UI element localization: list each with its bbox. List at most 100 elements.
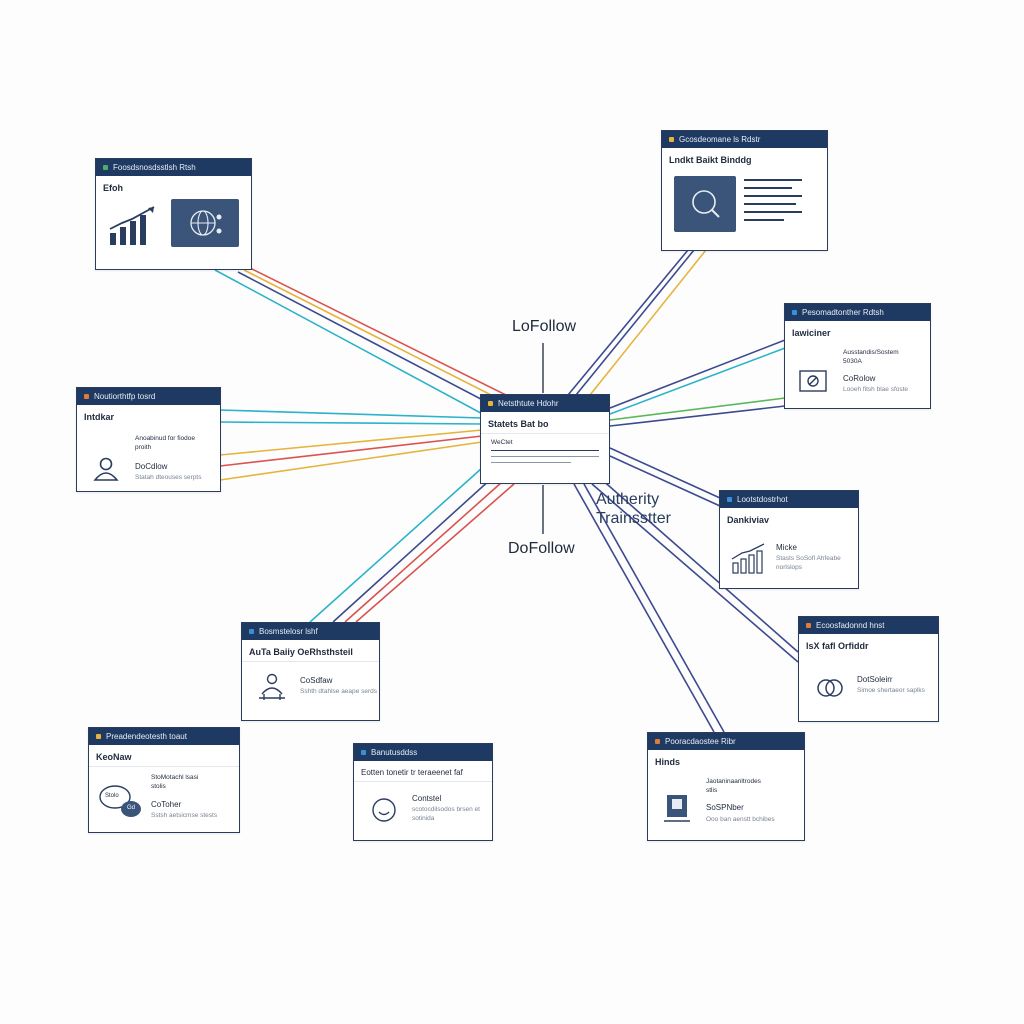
card-header-text: Bosmstelosr lshf (259, 627, 318, 636)
authority-label-line1: Autherity (596, 491, 660, 508)
card-main-text: DotSoleirr (857, 675, 893, 684)
link-line (237, 271, 499, 409)
card-text: stlis (706, 787, 718, 794)
card-main-text: Micke (776, 543, 797, 552)
card-body: Anoabinud for fiodoe proith DoCdlow Stat… (77, 426, 220, 490)
server-device-icon (664, 795, 690, 822)
status-dot (806, 623, 811, 628)
card-sub-text: Sstsh aetsicmse stests (151, 812, 218, 819)
card-title: Eotten tonetir tr teraeenet faf (354, 761, 492, 782)
card-title: KeoNaw (89, 745, 239, 767)
card-bottom-left[interactable]: Preadendeotesth toaut KeoNaw Stolo Gd St… (88, 727, 240, 833)
authority-label-line2: Trainsstter (596, 510, 671, 527)
card-header: Gcosdeomane ls Rdstr (662, 131, 827, 148)
card-main-text: CoToher (151, 800, 182, 809)
status-dot (361, 750, 366, 755)
link-line (309, 467, 483, 623)
status-dot (103, 165, 108, 170)
card-header: Noutiorthtfp tosrd (77, 388, 220, 405)
card-header-text: Lootstdostrhot (737, 495, 788, 504)
card-sub-text: sotinida (412, 815, 435, 822)
team-person-icon (259, 673, 285, 700)
link-line (609, 405, 786, 427)
hub-card-title: Statets Bat bo (481, 412, 609, 434)
card-right-mid[interactable]: Lootstdostrhot Dankiviav Micke Stasts So… (719, 490, 859, 589)
card-body: Stolo Gd StoMotachl lsasi stolis CoToher… (89, 767, 239, 831)
card-main-text: CoSdfaw (300, 676, 333, 685)
hub-line-text: WeCtet (491, 439, 513, 446)
hub-divider (491, 450, 599, 451)
link-line (219, 429, 483, 456)
card-header: Banutusddss (354, 744, 492, 761)
card-body: Contstel scotocdilsodos brsen et sotinid… (354, 782, 492, 840)
card-right-upper[interactable]: Pesomadtonther Rdtsh lawiciner Ausstandi… (784, 303, 931, 409)
card-sub-text: scotocdilsodos brsen et (412, 806, 480, 813)
status-dot (655, 739, 660, 744)
lofollow-label: LoFollow (512, 318, 577, 335)
card-header: Lootstdostrhot (720, 491, 858, 508)
hub-card[interactable]: Netsthtute Hdohr Statets Bat bo WeCtet (480, 394, 610, 484)
card-text: stolis (151, 783, 166, 790)
card-title: Hinds (655, 757, 681, 767)
text-line (744, 187, 792, 189)
link-line (609, 455, 721, 507)
card-title: Dankiviav (727, 515, 770, 525)
card-body (662, 169, 827, 247)
card-header-text: Noutiorthtfp tosrd (94, 392, 156, 401)
link-line (332, 477, 493, 623)
bubble-text: Gd (127, 805, 136, 811)
text-line (744, 219, 784, 221)
card-text: Anoabinud for fiodoe (135, 435, 195, 442)
card-header-text: Banutusddss (371, 748, 418, 757)
card-body: Micke Stasts SoSofl Ahfeabe norlslops (720, 529, 858, 589)
card-header: Preadendeotesth toaut (89, 728, 239, 745)
smile-face-icon (372, 798, 396, 822)
card-text: 5030A (843, 358, 862, 365)
dofollow-label: DoFollow (508, 540, 575, 557)
link-line (567, 249, 689, 396)
card-header-text: Pesomadtonther Rdtsh (802, 308, 884, 317)
card-sub-text: norlslops (776, 564, 803, 571)
link-chain-icon (817, 679, 843, 697)
card-top-left[interactable]: Foosdsnosdsstlsh Rtsh Efoh (95, 158, 252, 270)
card-bottom-center[interactable]: Banutusddss Eotten tonetir tr teraeenet … (353, 743, 493, 841)
link-line (243, 269, 506, 403)
card-header-text: Gcosdeomane ls Rdstr (679, 135, 761, 144)
card-body: CoSdfaw Sshth dtahlse aeape serds (242, 662, 379, 718)
card-header: Foosdsnosdsstlsh Rtsh (96, 159, 251, 176)
card-main-text: DoCdlow (135, 462, 168, 471)
card-title: lawiciner (792, 328, 831, 338)
card-body: DotSoleirr Simoe shertaeor saplks (799, 655, 938, 721)
card-title: Intdkar (84, 412, 115, 422)
link-line (609, 347, 786, 415)
network-globe-icon (171, 199, 239, 247)
status-dot (792, 310, 797, 315)
card-body: Ausstandis/Sostem 5030A CoRolow Looeh fi… (785, 342, 930, 408)
card-bottom-right[interactable]: Pooracdaostee Ribr Hinds Jaotaninaanltro… (647, 732, 805, 841)
card-sub-text: Statah dteouses serpts (135, 474, 202, 481)
link-line (344, 481, 503, 623)
link-line (219, 409, 483, 419)
card-top-right[interactable]: Gcosdeomane ls Rdstr Lndkt Baikt Binddg (661, 130, 828, 251)
text-line (744, 195, 802, 197)
card-header: Bosmstelosr lshf (242, 623, 379, 640)
text-line (744, 179, 802, 181)
card-right-lower[interactable]: Ecoosfadonnd hnst lsX fafl Orfiddr DotSo… (798, 616, 939, 722)
card-header-text: Pooracdaostee Ribr (665, 737, 736, 746)
link-line (249, 267, 513, 399)
link-line (355, 483, 515, 623)
hub-text-line (491, 456, 599, 457)
authority-transfer-label: Autherity Trainsstter (596, 490, 671, 528)
card-main-text: Contstel (412, 794, 442, 803)
status-dot (488, 401, 493, 406)
text-line (744, 203, 796, 205)
link-line (573, 483, 715, 733)
card-mid-left[interactable]: Noutiorthtfp tosrd Intdkar Anoabinud for… (76, 387, 221, 492)
card-bottom-center-left[interactable]: Bosmstelosr lshf AuTa Baiiy OeRhsthsteil… (241, 622, 380, 721)
status-dot (669, 137, 674, 142)
link-line (219, 441, 483, 481)
link-line (583, 483, 725, 733)
link-line (214, 269, 491, 419)
